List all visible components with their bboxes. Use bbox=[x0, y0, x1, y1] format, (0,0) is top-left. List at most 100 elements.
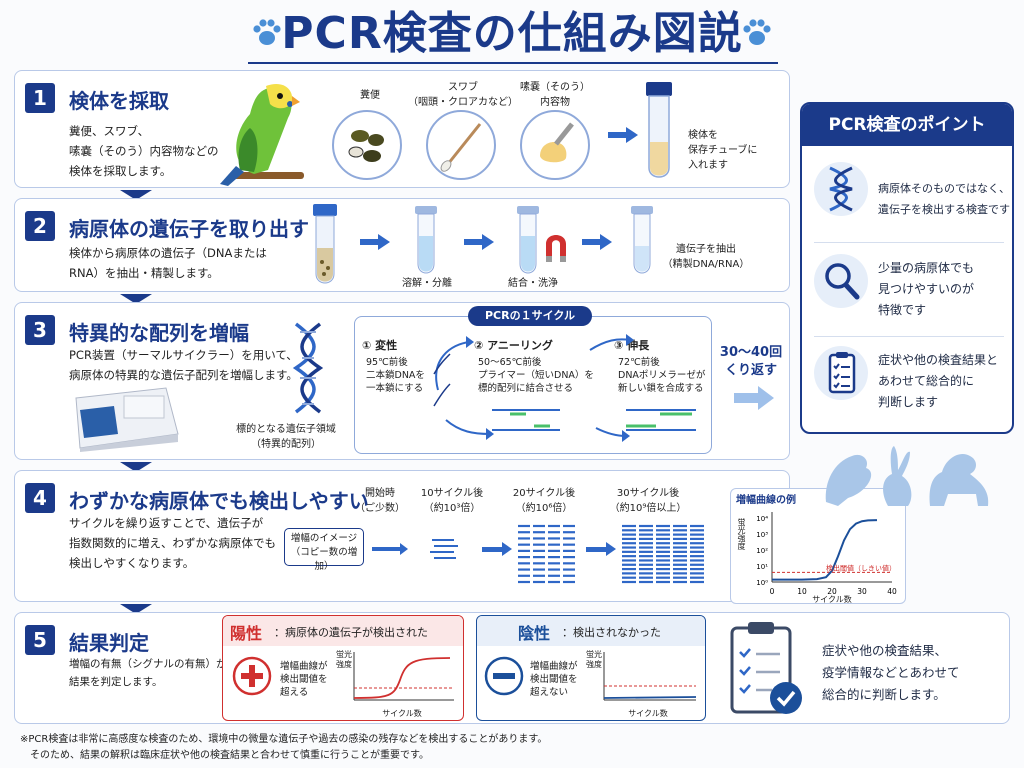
y-tick-label: 10⁴ bbox=[756, 515, 768, 523]
lysis-label: 溶解・分離 bbox=[402, 278, 452, 289]
page-title: PCR検査の仕組み図説 bbox=[281, 8, 743, 59]
points-title: PCR検査のポイント bbox=[802, 104, 1012, 146]
point-icon-bg bbox=[814, 162, 868, 216]
minus-icon bbox=[484, 656, 524, 696]
repeat-arrow-icon bbox=[734, 386, 774, 410]
stage-anneal-title: ② アニーリング bbox=[474, 339, 553, 352]
cycle-20-label: 20サイクル後 （約10⁶倍） bbox=[512, 488, 576, 514]
x-tick-label: 40 bbox=[887, 587, 897, 596]
step-description: 増幅の有無（シグナルの有無）から、 結果を判定します。 bbox=[69, 658, 248, 688]
chart-title: 増幅曲線の例 bbox=[736, 495, 796, 506]
threshold-label: 検出閾値（しきい値） bbox=[826, 563, 896, 572]
positive-note: 増幅曲線が 検出閾値を 超える bbox=[280, 661, 328, 698]
positive-word: 陽性 bbox=[230, 624, 263, 643]
divider bbox=[814, 242, 1004, 243]
arrow-icon bbox=[582, 234, 612, 250]
step-title: 特異的な配列を増幅 bbox=[69, 321, 249, 345]
animals-icon bbox=[825, 446, 989, 506]
purified-tube-icon bbox=[631, 206, 653, 274]
step-number: 2 bbox=[25, 211, 55, 241]
thermal-cycler-icon bbox=[75, 387, 179, 452]
step-title: 結果判定 bbox=[69, 631, 149, 655]
step-description: 検体から病原体の遺伝子（DNAまたは RNA）を抽出・精製します。 bbox=[69, 246, 267, 280]
final-judgment-text: 症状や他の検査結果、 疫学情報などとあわせて 総合的に判断します。 bbox=[822, 643, 960, 702]
arrow-icon bbox=[464, 234, 494, 250]
point-2-text: 少量の病原体でも 見つけやすいのが 特徴です bbox=[878, 261, 975, 317]
target-region-label: 標的となる遺伝子領域 （特異的配列） bbox=[236, 424, 336, 450]
dna-helix-icon bbox=[292, 322, 324, 414]
amplification-curve bbox=[772, 519, 878, 581]
step-title: 検体を採取 bbox=[69, 89, 169, 113]
stage-anneal-desc: 50～65℃前後 プライマー（短いDNA）を 標的配列に結合させる bbox=[478, 357, 594, 394]
step-description: 糞便、スワブ、 嗉嚢（そのう）内容物などの 検体を採取します。 bbox=[69, 124, 219, 178]
negative-x-label: サイクル数 bbox=[628, 709, 668, 718]
positive-y-label: 蛍光 強度 bbox=[336, 650, 352, 669]
chart-y-axis-label: 蛍光強度 bbox=[737, 518, 746, 550]
cycle-0-label: 開始時 （ご少数） bbox=[355, 488, 405, 514]
copy-number-diagram bbox=[372, 524, 704, 584]
stage-denature-desc: 95℃前後 二本鎖DNAを 一本鎖にする bbox=[366, 357, 425, 394]
sample-feces-label: 糞便 bbox=[360, 90, 380, 101]
clipboard-check-icon bbox=[730, 622, 802, 714]
point-3-text: 症状や他の検査結果と あわせて総合的に 判断します bbox=[878, 353, 999, 409]
footer-note: ※PCR検査は非常に高感度な検査のため、環境中の微量な遺伝子や過去の感染の残存な… bbox=[20, 734, 548, 761]
sample-swab-label: スワブ （咽頭・クロアカなど） bbox=[408, 82, 518, 108]
positive-description: ：病原体の遺伝子が検出された bbox=[274, 626, 428, 639]
amplification-chart-box bbox=[730, 488, 906, 604]
paw-icon-left bbox=[253, 19, 281, 45]
step-number: 4 bbox=[25, 483, 55, 513]
step-number: 1 bbox=[25, 83, 55, 113]
x-tick-label: 20 bbox=[827, 587, 837, 596]
amplification-image-box bbox=[284, 528, 364, 566]
divider bbox=[814, 336, 1004, 337]
stage-extend-desc: 72℃前後 DNAポリメラーゼが 新しい鎖を合成する bbox=[618, 357, 706, 394]
positive-x-label: サイクル数 bbox=[382, 709, 422, 718]
cycle-30-label: 30サイクル後 （約10⁹倍以上） bbox=[609, 488, 687, 514]
x-tick-label: 30 bbox=[857, 587, 867, 596]
storage-tube-icon bbox=[646, 82, 672, 178]
step-title: わずかな病原体でも検出しやすい bbox=[69, 489, 369, 513]
y-tick-label: 10⁰ bbox=[756, 579, 768, 587]
feces-sample-icon bbox=[332, 110, 402, 180]
point-1-text: 病原体そのものではなく、 遺伝子を検出する検査です bbox=[878, 182, 1010, 216]
negative-word: 陰性 bbox=[518, 624, 551, 643]
paw-icon-right bbox=[743, 19, 771, 45]
x-tick-label: 0 bbox=[770, 587, 775, 596]
pcr-cycle-title: PCRの１サイクル bbox=[468, 306, 592, 326]
arrow-icon bbox=[360, 234, 390, 250]
step-description: サイクルを繰り返すことで、遺伝子が 指数関数的に増え、わずかな病原体でも 検出し… bbox=[69, 516, 276, 570]
stage-extend-title: ③ 伸長 bbox=[614, 339, 650, 352]
sample-tube-icon bbox=[313, 204, 337, 284]
chart-x-axis-label: サイクル数 bbox=[812, 594, 852, 604]
cycle-10-label: 10サイクル後 （約10³倍） bbox=[420, 488, 484, 514]
x-tick-label: 10 bbox=[797, 587, 807, 596]
point-icon-bg bbox=[814, 254, 868, 308]
budgerigar-icon bbox=[220, 83, 304, 186]
clipboard-icon bbox=[828, 352, 856, 394]
step-description: PCR装置（サーマルサイクラー）を用いて、 病原体の特異的な遺伝子配列を増幅しま… bbox=[69, 348, 298, 382]
step-connector-arrow bbox=[120, 604, 152, 614]
negative-y-label: 蛍光 強度 bbox=[586, 650, 602, 669]
step-number: 3 bbox=[25, 315, 55, 345]
step-number: 5 bbox=[25, 625, 55, 655]
swab-icon bbox=[426, 110, 496, 180]
negative-curve-chart bbox=[603, 652, 697, 701]
crop-content-icon bbox=[520, 110, 590, 180]
negative-note: 増幅曲線が 検出閾値を 超えない bbox=[530, 661, 578, 698]
bind-wash-label: 結合・洗浄 bbox=[508, 278, 558, 289]
step-connector-arrow bbox=[120, 190, 152, 200]
positive-curve-chart bbox=[353, 652, 454, 701]
dna-icon bbox=[829, 166, 853, 212]
pcr-cycle-diagram bbox=[433, 334, 696, 442]
negative-description: ：検出されなかった bbox=[562, 626, 661, 639]
y-tick-label: 10² bbox=[756, 547, 768, 555]
extract-label: 遺伝子を抽出 （精製DNA/RNA） bbox=[662, 244, 750, 270]
y-tick-label: 10¹ bbox=[756, 563, 768, 571]
y-tick-label: 10³ bbox=[756, 531, 768, 539]
pcr-points-panel: PCR検査のポイント 病原体そのものではなく、 遺伝子を検出する検査です 少量の… bbox=[800, 102, 1014, 434]
arrow-icon bbox=[608, 127, 638, 143]
tube-note: 検体を 保存チューブに 入れます bbox=[688, 130, 758, 171]
step-title: 病原体の遺伝子を取り出す bbox=[69, 217, 309, 241]
sample-crop-label: 嗉嚢（そのう） 内容物 bbox=[520, 82, 590, 108]
step-4-panel: 4 わずかな病原体でも検出しやすい サイクルを繰り返すことで、遺伝子が 指数関数… bbox=[14, 470, 790, 602]
